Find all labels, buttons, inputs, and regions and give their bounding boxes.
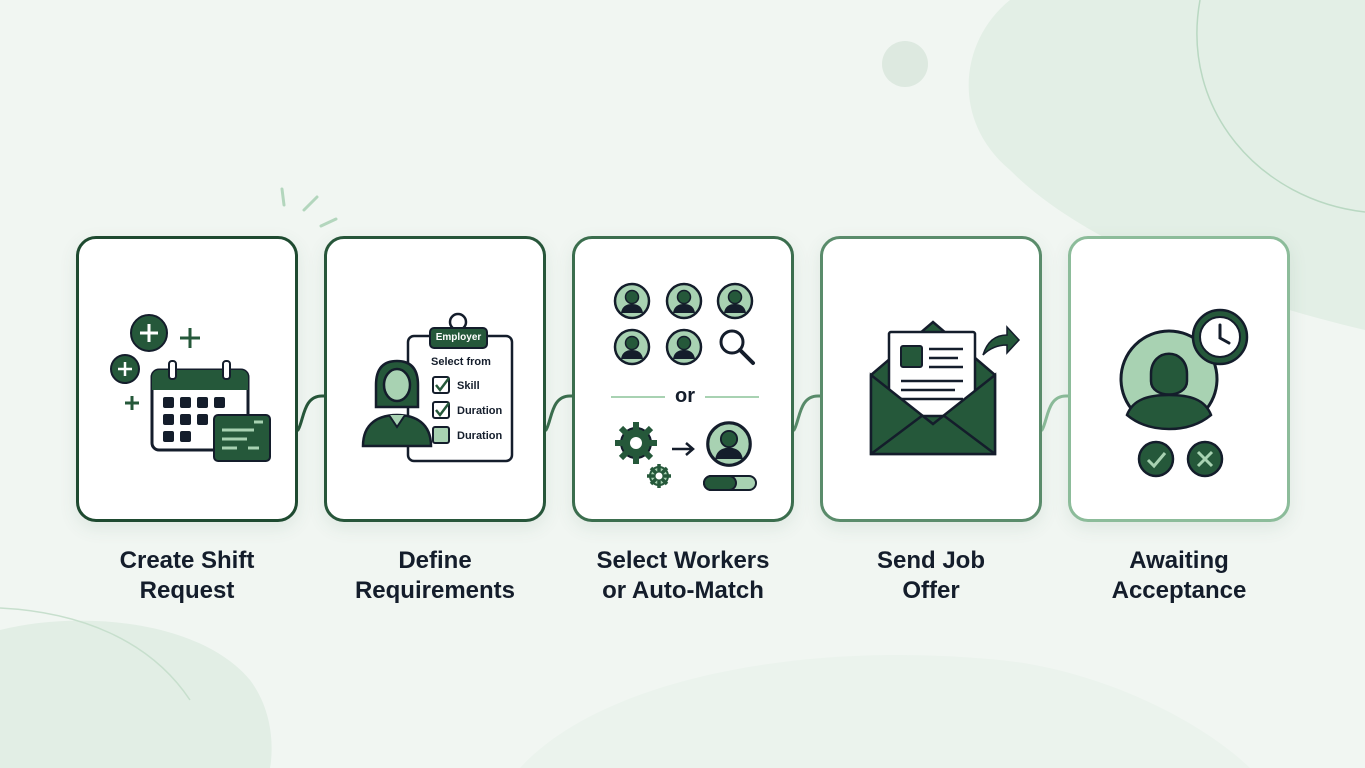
reject-x-icon — [1186, 440, 1224, 478]
step-label-send-offer: Send Job Offer — [876, 547, 985, 604]
step-label-select-workers: Select Workers or Auto-Match — [596, 547, 770, 604]
calendar-add-icon — [110, 314, 271, 462]
checkbox-unchecked — [432, 426, 450, 444]
step-label-create-shift: Create Shift Request — [119, 547, 255, 604]
step-label-awaiting-acceptance: Awaiting Acceptance — [1111, 547, 1247, 604]
employer-avatar-icon — [361, 359, 433, 448]
step-card-define-requirements: Employer Select from Skill Duration Dura… — [324, 236, 546, 522]
sparkle-decor — [280, 187, 338, 228]
worker-clock-icon — [1119, 308, 1249, 478]
worker-avatar-icon — [613, 282, 651, 320]
arrow-right-icon — [672, 442, 695, 456]
step-card-select-workers: or — [572, 236, 794, 522]
worker-avatar-icon — [665, 328, 703, 366]
envelope-send-icon — [869, 320, 1021, 456]
clipboard-item: Skill — [457, 380, 480, 392]
step-label-define-requirements: Define Requirements — [354, 547, 516, 604]
clipboard-heading: Select from — [431, 356, 491, 368]
step-card-awaiting-acceptance — [1068, 236, 1290, 522]
step-card-send-offer — [820, 236, 1042, 522]
clipboard-tag: Employer — [435, 332, 482, 343]
worker-match-icon — [611, 282, 759, 491]
clipboard-item: Duration — [457, 430, 503, 442]
gear-icon — [647, 464, 671, 488]
worker-avatar-icon — [665, 282, 703, 320]
checkbox-checked — [432, 376, 450, 394]
clock-icon — [1191, 308, 1249, 366]
or-divider-label: or — [675, 385, 695, 407]
step-card-create-shift — [76, 236, 298, 522]
magnifier-icon — [719, 329, 755, 365]
checkbox-checked — [432, 401, 450, 419]
accept-check-icon — [1137, 440, 1175, 478]
checklist-icon — [361, 312, 514, 463]
clipboard-item: Duration — [457, 405, 503, 417]
matched-worker-icon — [706, 421, 752, 467]
gear-icon — [615, 422, 657, 464]
worker-avatar-icon — [716, 282, 754, 320]
worker-avatar-icon — [613, 328, 651, 366]
send-arrow-icon — [982, 325, 1021, 356]
